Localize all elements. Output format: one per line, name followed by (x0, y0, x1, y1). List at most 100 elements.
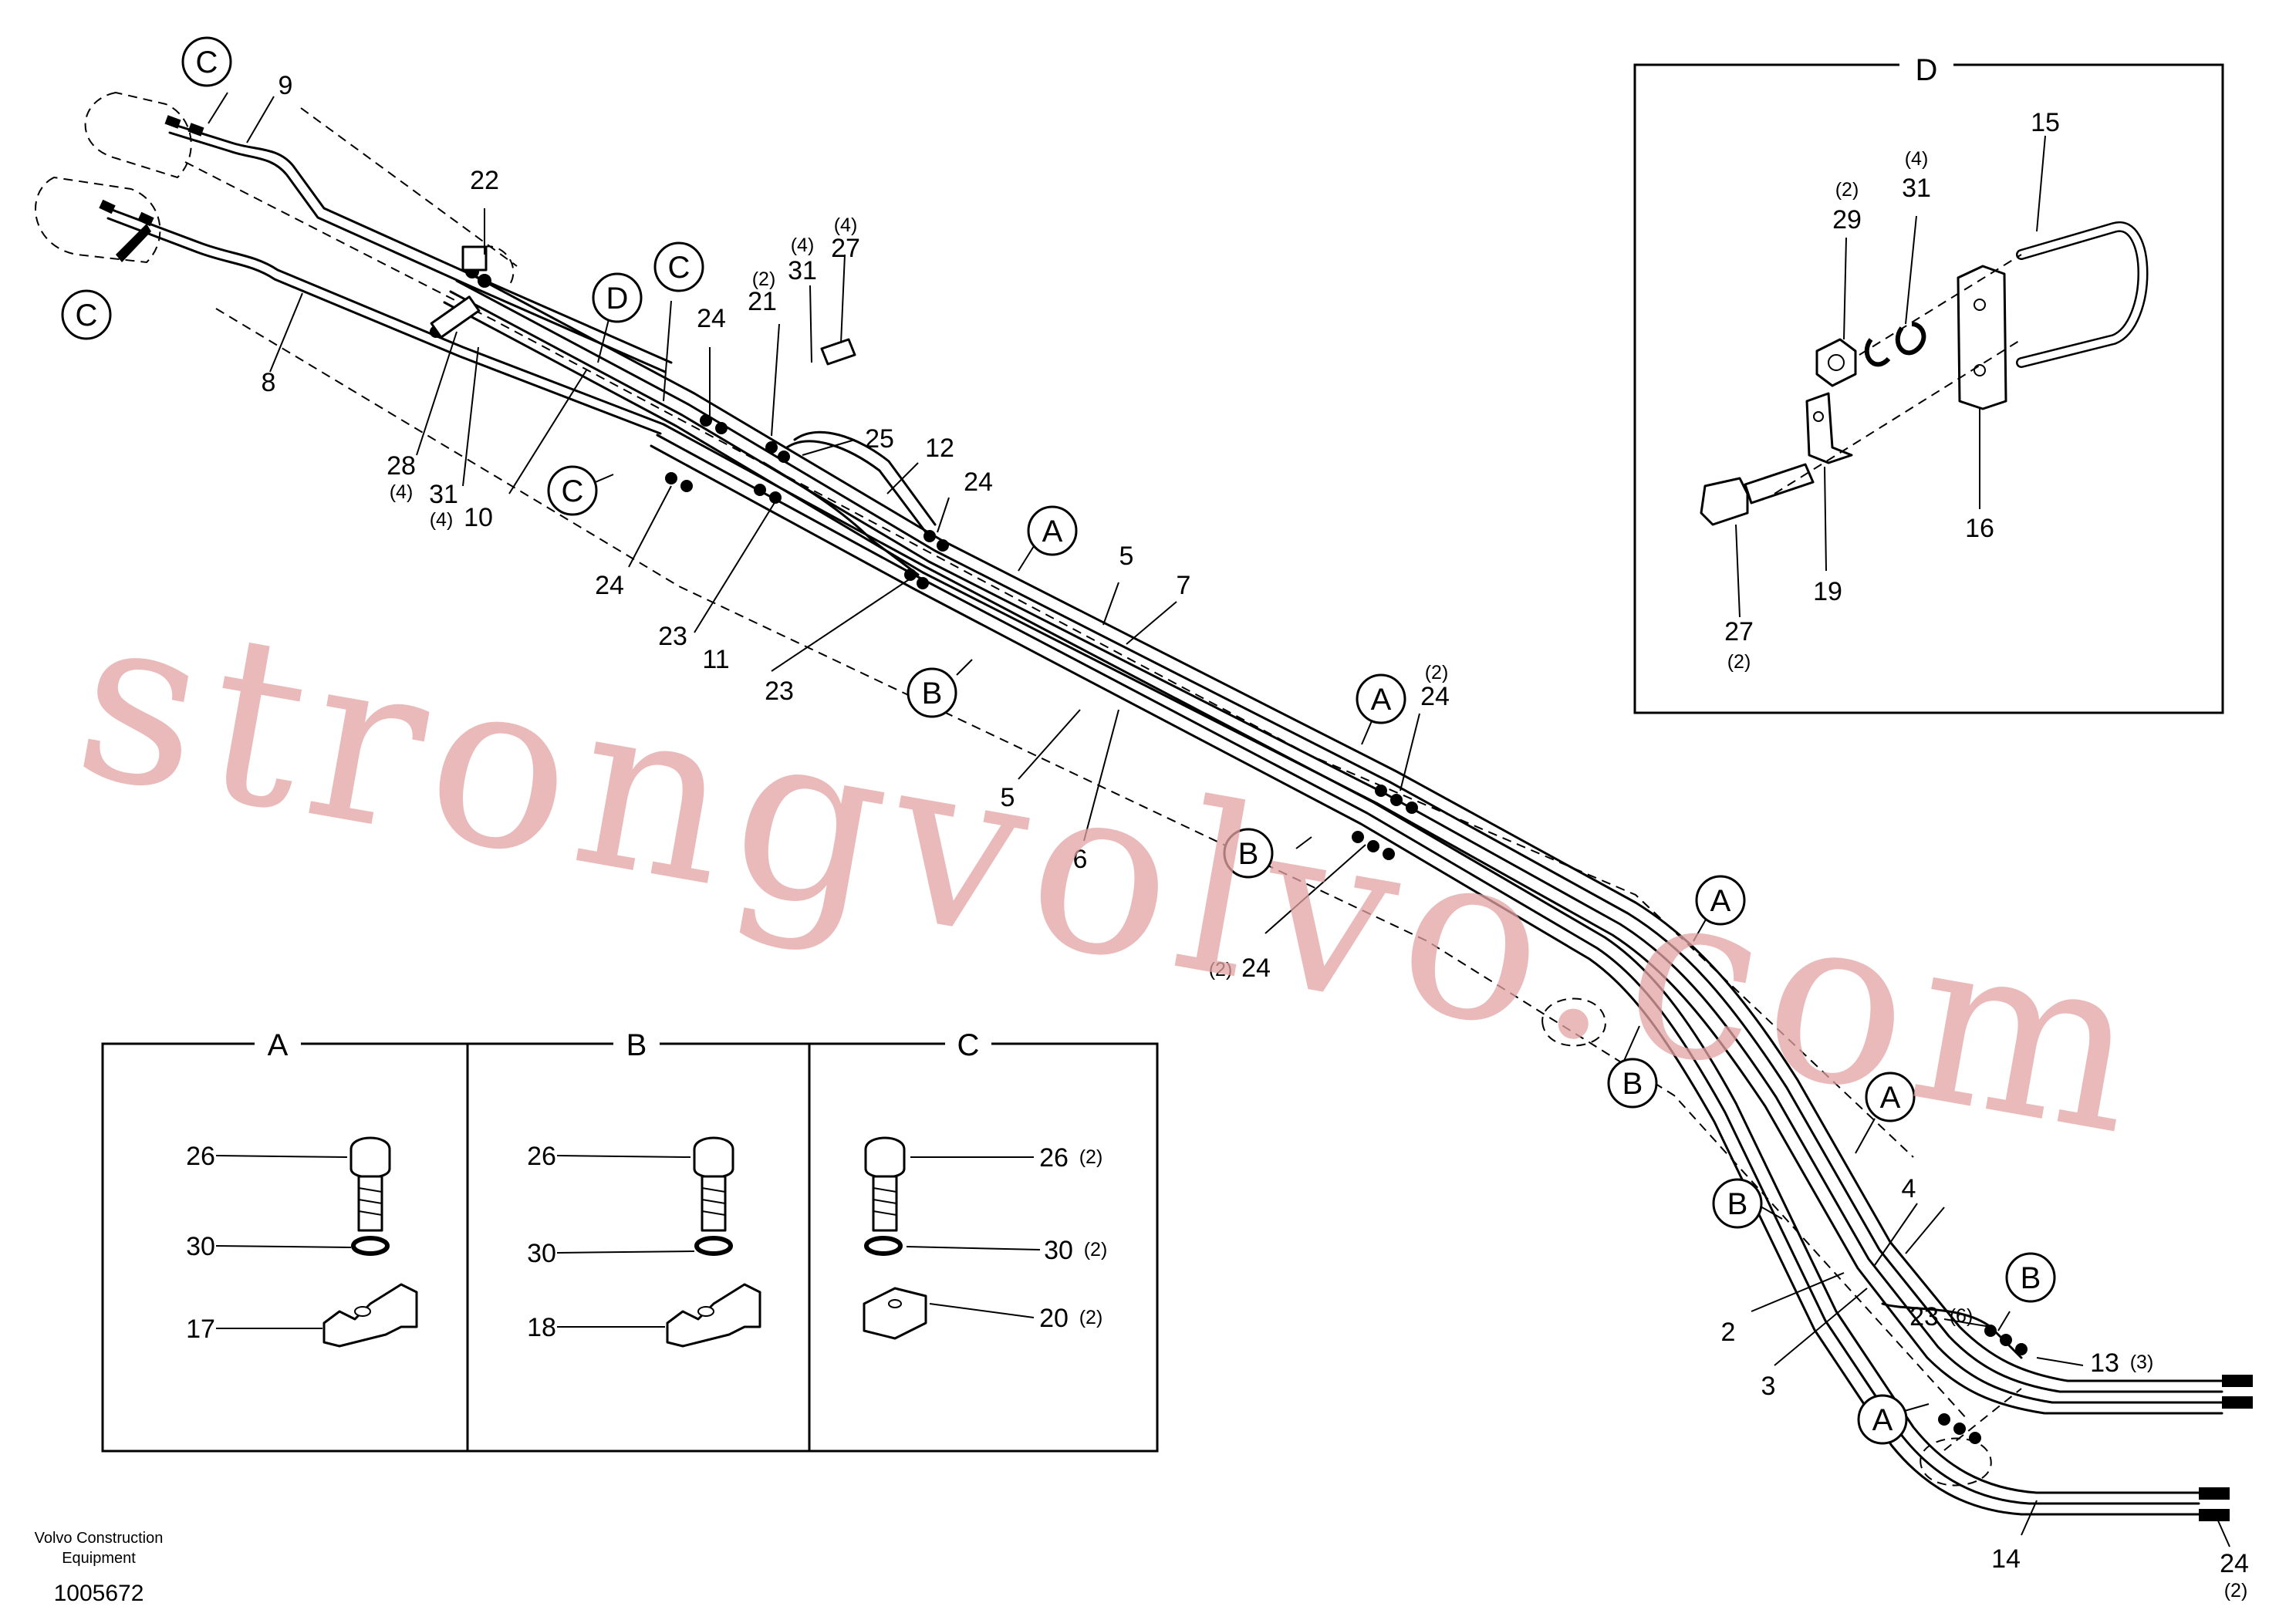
view-marker-a2: A (1356, 673, 1406, 724)
detail-d-box: D 15 (2) 29 (4) 31 16 19 (1633, 49, 2224, 714)
view-markers: C C D C C A B A (61, 36, 2056, 1445)
callout-3: 3 (1761, 1372, 1776, 1401)
detail-d-callout-15: 15 (2031, 108, 2060, 137)
view-marker-a3: A (1695, 875, 1746, 926)
callout-5b: 5 (1001, 783, 1015, 812)
detail-a-parts: 26 30 17 (186, 1136, 418, 1348)
view-marker-a1: A (1027, 505, 1078, 556)
detail-b-title: B (626, 1028, 647, 1062)
company-name-line1: Volvo Construction (35, 1530, 164, 1547)
svg-text:C: C (562, 474, 584, 508)
detail-a-callout-17: 17 (186, 1315, 215, 1344)
view-marker-a4: A (1865, 1072, 1916, 1122)
svg-text:D: D (606, 282, 629, 316)
callout-28: 28 (387, 451, 416, 481)
view-marker-b2: B (1223, 828, 1274, 879)
callout-31a-qty: (4) (430, 509, 454, 531)
callout-24c: 24 (595, 571, 624, 600)
detail-d-callout-16: 16 (1965, 514, 1994, 543)
svg-text:B: B (2021, 1261, 2041, 1295)
callout-31b: 31 (788, 256, 817, 285)
view-marker-c-low: C (547, 465, 598, 516)
detail-d-callout-27: 27 (1724, 617, 1754, 646)
pipe-runs (106, 122, 2223, 1516)
part-callouts: 9 22 8 28 (4) 31 (4) 10 24 (2) 21 (4) 31… (262, 71, 2249, 1601)
detail-a-callout-26: 26 (186, 1142, 215, 1171)
callout-14: 14 (1991, 1544, 2021, 1574)
detail-d-callout-29: 29 (1832, 205, 1862, 235)
callout-2: 2 (1721, 1318, 1736, 1347)
callout-21-qty: (2) (752, 268, 776, 290)
svg-text:A: A (1872, 1403, 1893, 1437)
svg-text:B: B (1727, 1187, 1748, 1221)
clamp-half-16 (1957, 265, 2007, 410)
svg-text:B: B (922, 677, 943, 710)
svg-text:B: B (1238, 837, 1259, 871)
detail-c-callout-30-qty: (2) (1084, 1239, 1108, 1261)
footer: Volvo Construction Equipment 1005672 (35, 1530, 164, 1606)
callout-24f-qty: (2) (2224, 1580, 2248, 1601)
callout-25: 25 (865, 424, 894, 454)
svg-text:C: C (196, 46, 218, 79)
callout-27: 27 (831, 234, 860, 263)
callout-13: 13 (2090, 1348, 2119, 1378)
svg-text:A: A (1371, 683, 1392, 717)
detail-c-parts: 26 (2) 30 (2) 20 (2) (863, 1136, 1108, 1340)
callout-10: 10 (464, 503, 493, 532)
callout-23a: 23 (658, 622, 687, 651)
detail-c-callout-26-qty: (2) (1079, 1146, 1103, 1168)
view-marker-b1: B (907, 667, 957, 718)
detail-c-title: C (957, 1028, 980, 1062)
callout-24b: 24 (964, 467, 993, 497)
detail-d-callout-31: 31 (1902, 174, 1931, 203)
callout-24a: 24 (697, 304, 726, 333)
pipe-fittings (99, 115, 2253, 1521)
drawing-number: 1005672 (54, 1581, 144, 1606)
callout-12: 12 (925, 434, 954, 463)
callout-13-qty: (3) (2130, 1352, 2154, 1373)
callout-24d-qty: (2) (1425, 662, 1449, 683)
detail-c-callout-20-qty: (2) (1079, 1307, 1103, 1328)
svg-text:C: C (76, 299, 98, 332)
detail-d-callout-19: 19 (1813, 577, 1842, 606)
callout-24e: 24 (1241, 953, 1271, 983)
callout-21: 21 (748, 287, 777, 316)
callout-23c: 23 (1909, 1302, 1939, 1331)
detail-d-callout-29-qty: (2) (1835, 179, 1859, 201)
callout-28-qty: (4) (390, 481, 414, 503)
callout-22: 22 (470, 166, 499, 195)
view-marker-c-left: C (61, 289, 112, 340)
view-marker-c-top: C (181, 36, 232, 87)
callout-31a: 31 (429, 480, 458, 509)
callout-23b: 23 (765, 677, 794, 706)
bolt-27 (1700, 477, 1749, 526)
detail-b-callout-18: 18 (527, 1313, 556, 1342)
callout-23c-qty: (6) (1950, 1305, 1974, 1327)
view-marker-d: D (592, 272, 643, 323)
callout-27-qty: (4) (834, 214, 858, 236)
detail-c-callout-30: 30 (1044, 1236, 1073, 1265)
company-name-line2: Equipment (62, 1550, 136, 1567)
callout-8: 8 (262, 368, 276, 397)
view-marker-a5: A (1857, 1394, 1908, 1445)
detail-a-title: A (268, 1028, 289, 1062)
callout-31b-qty: (4) (791, 235, 815, 256)
callout-11: 11 (702, 645, 729, 674)
detail-d-title: D (1916, 53, 1938, 87)
detail-b-parts: 26 30 18 (527, 1136, 761, 1348)
svg-text:C: C (668, 251, 690, 285)
detail-b-callout-26: 26 (527, 1142, 556, 1171)
svg-text:B: B (1622, 1067, 1643, 1101)
callout-4: 4 (1902, 1174, 1916, 1203)
detail-abc-box: A B C 26 30 17 (101, 1026, 1159, 1453)
clamp-half-19 (1805, 392, 1853, 464)
detail-d-callout-27-qty: (2) (1727, 651, 1751, 673)
detail-d-callout-31-qty: (4) (1905, 148, 1929, 170)
svg-text:A: A (1710, 884, 1731, 918)
svg-text:A: A (1880, 1081, 1901, 1115)
callout-24e-qty: (2) (1209, 959, 1233, 980)
detail-b-callout-30: 30 (527, 1239, 556, 1268)
lock-washer-31 (1895, 322, 1926, 356)
callout-9: 9 (279, 71, 293, 100)
